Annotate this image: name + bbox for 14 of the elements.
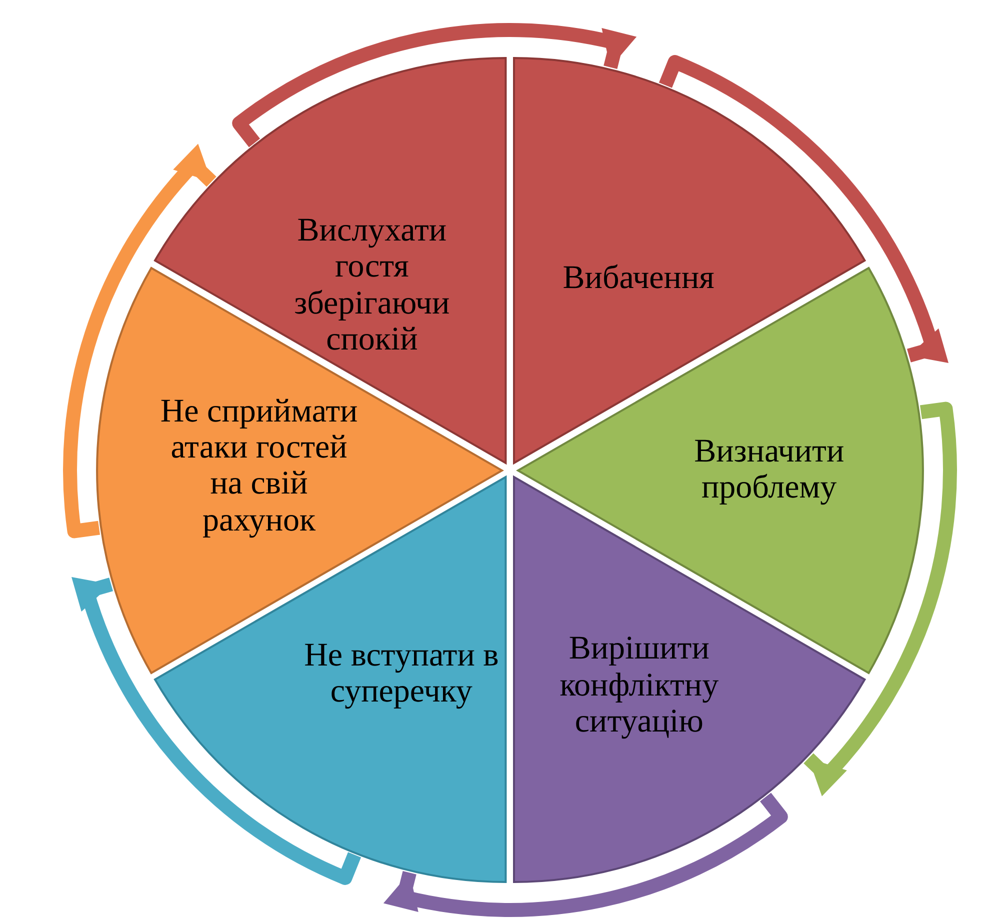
segment-label: Вирішити конфліктну ситуацію <box>558 630 720 740</box>
curved-arrow <box>63 144 216 538</box>
pie-segment <box>155 58 506 464</box>
segment-label: Вислухати гостя зберігаючи спокій <box>293 212 451 358</box>
curved-arrow <box>232 23 637 148</box>
segment-label: Вибачення <box>562 260 716 297</box>
curved-arrow <box>72 577 362 885</box>
segment-label: Не сприймати атаки гостей на свій рахунок <box>159 393 359 538</box>
curved-arrow <box>804 402 957 796</box>
segment-label: Не вступати в суперечку <box>303 637 500 710</box>
pie-segment <box>514 58 865 464</box>
curved-arrow <box>383 792 788 917</box>
segment-label: Визначити проблему <box>693 434 846 506</box>
curved-arrow <box>658 55 948 363</box>
